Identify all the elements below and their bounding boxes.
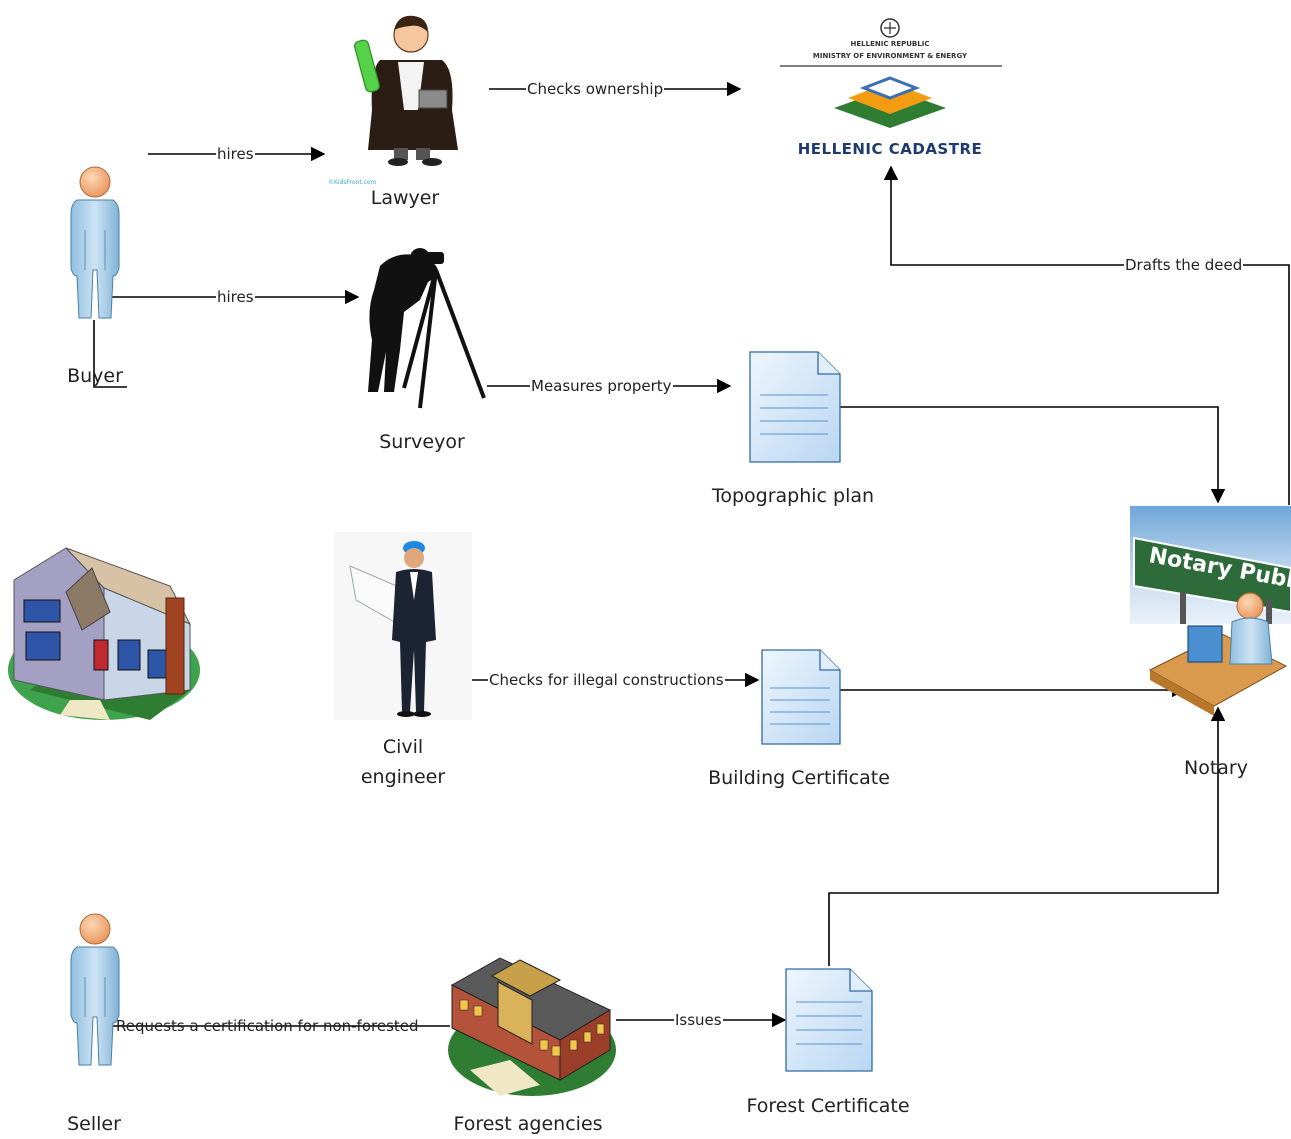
- buyer-label: Buyer: [67, 365, 123, 387]
- edge-label-issues: Issues: [674, 1011, 723, 1029]
- notary-icon: Notary Public: [1130, 506, 1291, 716]
- lawyer-icon: ©KidsFront.com: [328, 15, 458, 186]
- buyer-person-icon: [70, 166, 120, 319]
- edge-plan-notary: [840, 406, 1226, 504]
- seller-person-icon: [70, 913, 120, 1066]
- edge-label-checks-illegal: Checks for illegal constructions: [488, 671, 725, 689]
- edge-label-buyer-lawyer: hires: [216, 145, 255, 163]
- building-certificate-label: Building Certificate: [708, 767, 890, 789]
- surveyor-icon: [368, 248, 486, 409]
- forest-agencies-label: Forest agencies: [453, 1113, 603, 1135]
- edge-forestcert-notary: [828, 706, 1226, 966]
- edges: [93, 81, 1290, 1028]
- forest-certificate-document-icon: [785, 968, 873, 1072]
- forest-certificate-label: Forest Certificate: [746, 1095, 910, 1117]
- house-icon: [8, 547, 200, 720]
- cadastre-ministry-text: MINISTRY OF ENVIRONMENT & ENERGY: [812, 52, 968, 60]
- notary-label: Notary: [1184, 757, 1248, 779]
- surveyor-label: Surveyor: [379, 431, 465, 453]
- lawyer-label: Lawyer: [370, 187, 440, 209]
- cadastre-logo: [780, 18, 1002, 128]
- engineer-icon: [334, 532, 472, 720]
- edge-label-requests-certification: Requests a certification for non-foreste…: [116, 1017, 419, 1035]
- topographic-plan-label: Topographic plan: [711, 485, 875, 507]
- cadastre-republic-text: HELLENIC REPUBLIC: [850, 40, 930, 48]
- edge-label-drafts-deed: Drafts the deed: [1124, 256, 1244, 274]
- building-certificate-document-icon: [761, 649, 841, 745]
- edge-notary-cadastre: [883, 165, 1290, 505]
- lawyer-watermark: ©KidsFront.com: [328, 179, 377, 186]
- buyer-connector: [93, 320, 127, 388]
- seller-label: Seller: [67, 1113, 121, 1135]
- building-icon: [448, 957, 616, 1096]
- cadastre-brand-text: HELLENIC CADASTRE: [797, 140, 983, 158]
- edge-label-checks-ownership: Checks ownership: [526, 80, 665, 98]
- civil-engineer-label-line2: engineer: [360, 766, 446, 788]
- civil-engineer-label-line1: Civil: [382, 736, 424, 758]
- topographic-plan-document-icon: [749, 351, 841, 463]
- edge-label-measures-property: Measures property: [530, 377, 673, 395]
- edge-label-buyer-surveyor: hires: [216, 288, 255, 306]
